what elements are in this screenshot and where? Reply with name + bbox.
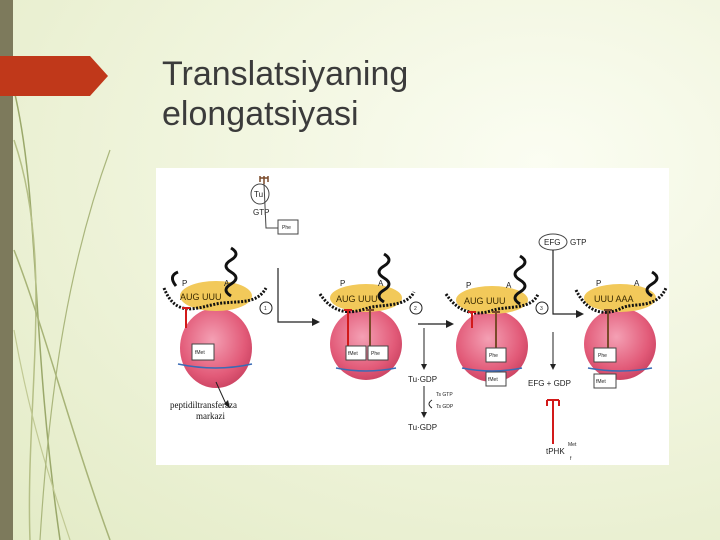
ptc-label-line-1: peptidiltransferaza: [170, 400, 237, 410]
met-label-3: fMet: [488, 377, 498, 383]
ribosome-stage-1: P A AUG UUU fMet: [162, 246, 268, 408]
site-a-label: A: [224, 279, 230, 288]
phe-label-4: Phe: [598, 353, 607, 359]
trna-sup-label: Met: [568, 442, 577, 448]
site-a-label-3: A: [506, 281, 512, 290]
trna-sub-label: f: [570, 456, 572, 462]
title-line-2: elongatsiyasi: [162, 95, 359, 133]
efg-gdp-label: EFG + GDP: [528, 379, 571, 388]
diagram-canvas: Tu GTP Phe P A AUG UUU fMet peptidiltran…: [162, 176, 668, 462]
step-1-label: 1: [264, 306, 267, 312]
codons-stage-3: AUG UUU: [464, 296, 506, 306]
site-p-label-4: P: [596, 279, 601, 288]
site-a-label-4: A: [634, 279, 640, 288]
step-3-label: 3: [540, 306, 543, 312]
ribosome-stage-4: P A UUU AAA Phe fMet: [574, 270, 668, 389]
phe-label-3: Phe: [489, 353, 498, 359]
site-a-label-2: A: [378, 279, 384, 288]
codons-stage-4: UUU AAA: [594, 294, 634, 304]
tu-gdp-label: Tu·GDP: [408, 375, 437, 384]
efg-label: EFG: [544, 238, 560, 247]
slide-title: Translatsiyaning elongatsiyasi: [162, 54, 682, 134]
tu-gtp-phe-complex: Tu GTP Phe: [250, 176, 299, 235]
title-accent-arrow: [0, 56, 108, 96]
ribosome-stage-2: P A AUG UUU fMet Phe: [318, 252, 416, 380]
site-p-label-2: P: [340, 279, 345, 288]
site-p-label: P: [182, 279, 187, 288]
met-label-4: fMet: [596, 379, 606, 385]
tu-label: Tu: [254, 190, 263, 199]
met-label-2: fMet: [348, 351, 358, 357]
codons-stage-2: AUG UUU: [336, 294, 378, 304]
gtp-label: GTP: [253, 208, 269, 217]
tu-gdp-release: Tu·GDP Ts GTP Ts GDP Tu·GDP: [408, 328, 454, 432]
step-2-label: 2: [414, 306, 417, 312]
efg-complex: EFG GTP 3 EFG + GDP tPHK Met f: [528, 233, 586, 462]
trna-label: tPHK: [546, 447, 565, 456]
title-line-1: Translatsiyaning: [162, 55, 409, 93]
met-label-1: fMet: [195, 350, 205, 356]
site-p-label-3: P: [466, 281, 471, 290]
left-accent-bar: [0, 0, 13, 540]
elongation-diagram: Tu GTP Phe P A AUG UUU fMet peptidiltran…: [156, 168, 669, 465]
ptc-label-line-2: markazi: [196, 411, 225, 421]
step-2-arrow: 2: [409, 301, 454, 328]
codons-stage-1: AUG UUU: [180, 292, 222, 302]
phe-aa-label: Phe: [282, 225, 291, 231]
ts-gdp-label: Ts GDP: [436, 404, 454, 410]
ts-gtp-label: Ts GTP: [436, 392, 453, 398]
step-1-arrow: 1: [259, 268, 320, 326]
ribosome-stage-3: P A AUG UUU Phe fMet: [444, 254, 540, 387]
tu-gdp-label-2: Tu·GDP: [408, 423, 437, 432]
phe-label-2: Phe: [371, 351, 380, 357]
efg-gtp-label: GTP: [570, 238, 586, 247]
